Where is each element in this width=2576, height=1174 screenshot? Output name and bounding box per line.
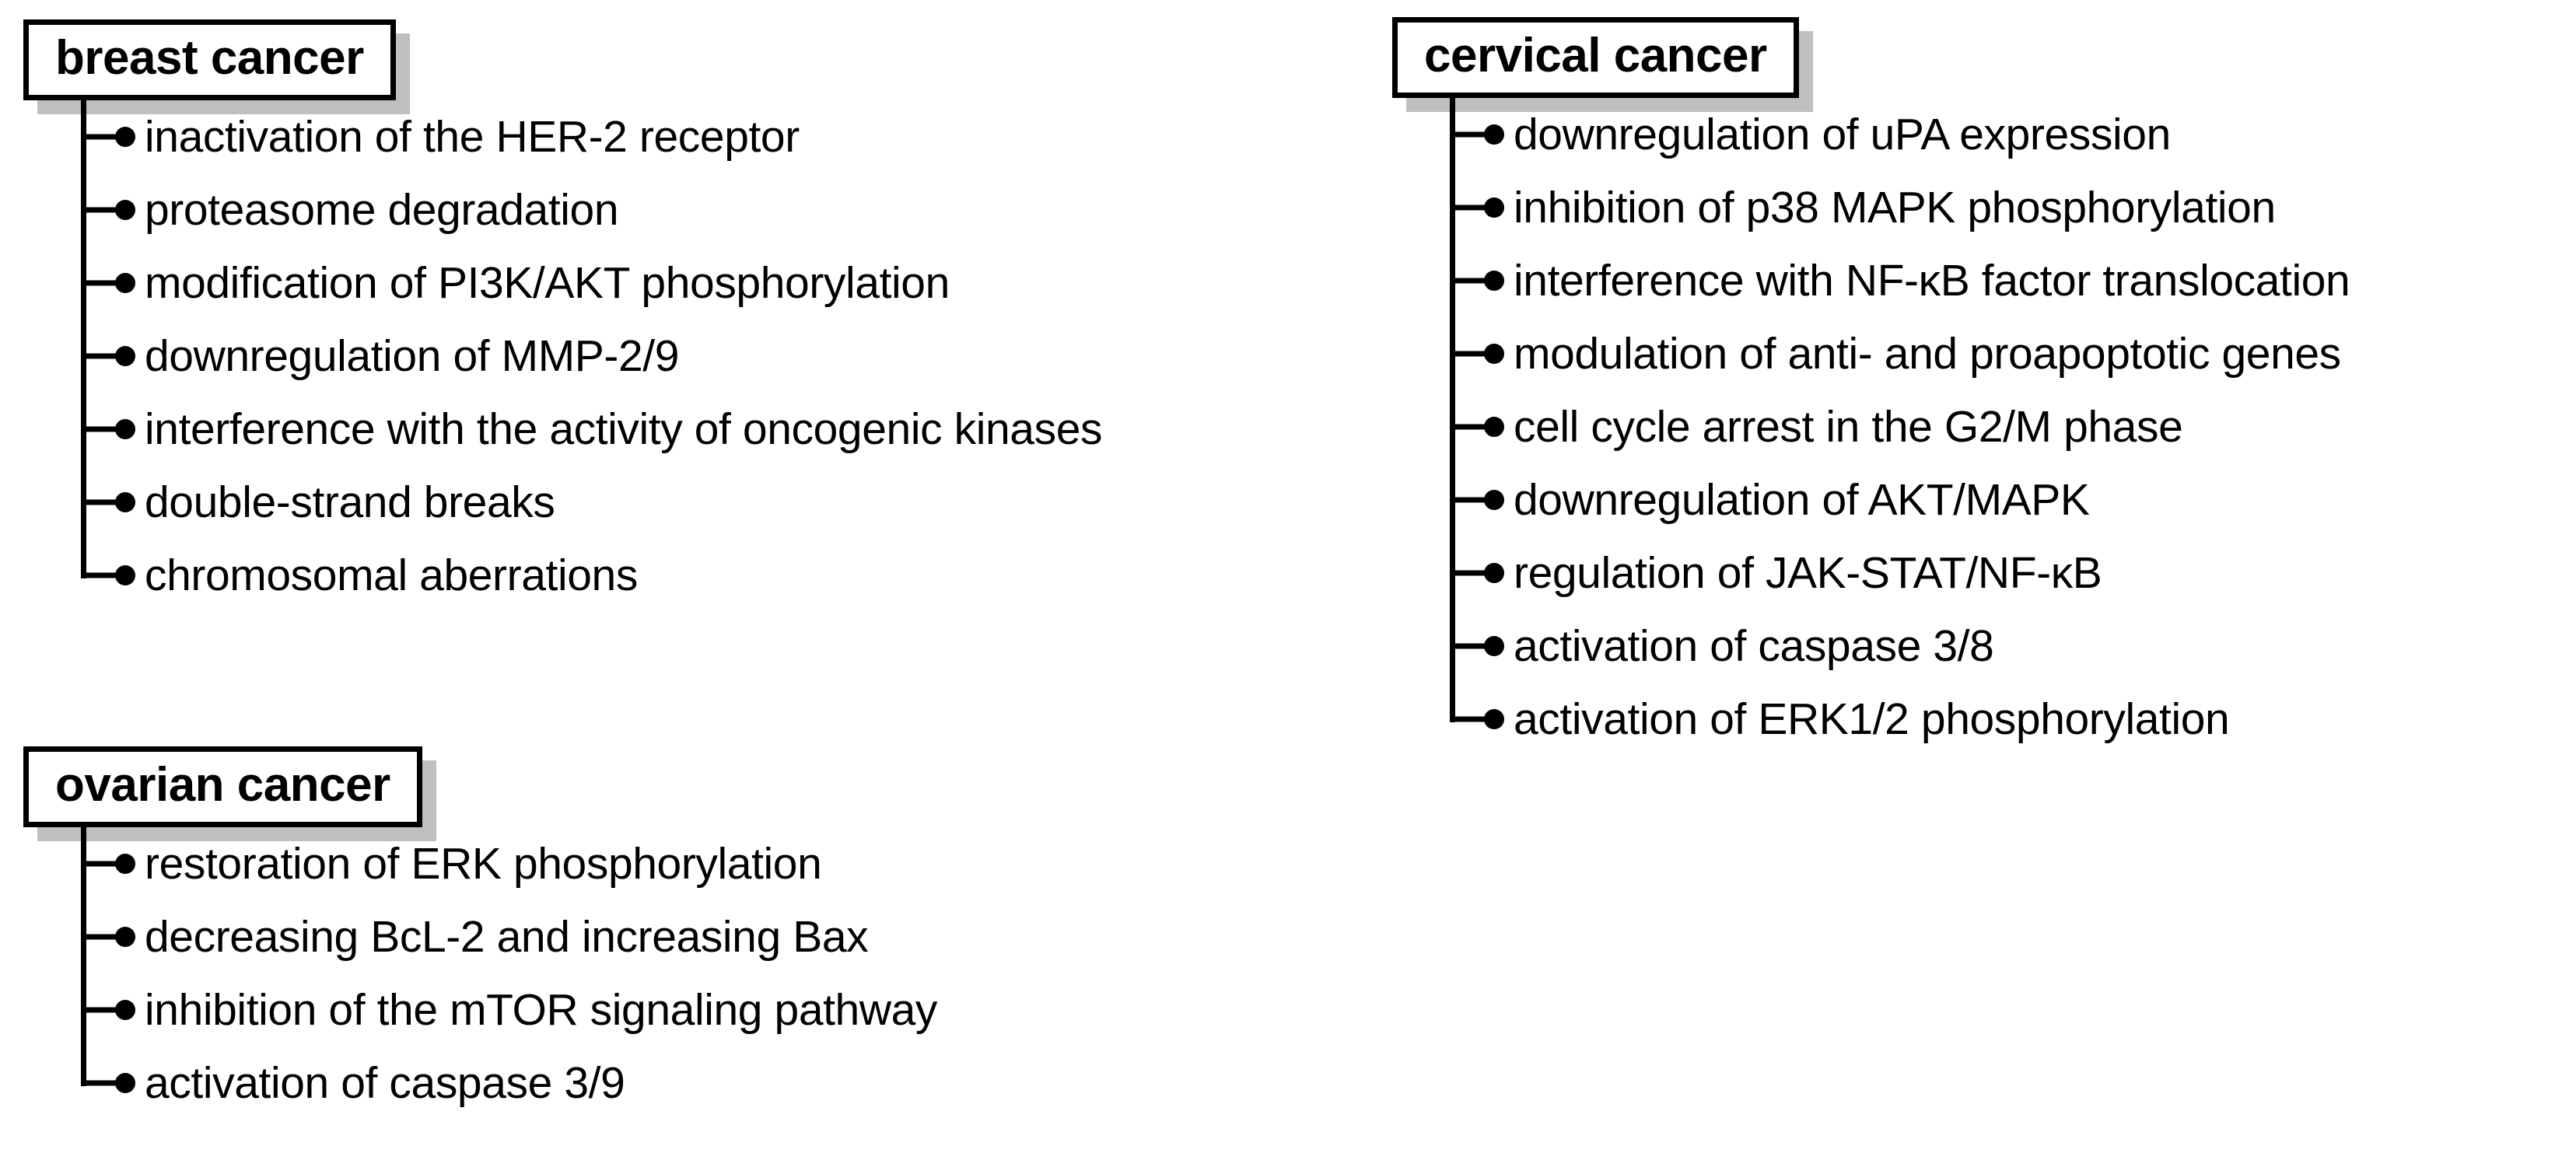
list-item: interference with the activity of oncoge…: [81, 393, 1103, 466]
list-item-label: activation of caspase 3/8: [1514, 620, 1994, 671]
connector-stub-icon: [1450, 204, 1489, 211]
list-item-label: activation of ERK1/2 phosphorylation: [1514, 694, 2230, 744]
bullet-dot-icon: [1484, 417, 1504, 437]
bullet-dot-icon: [115, 419, 135, 439]
group-cervical-cancer: cervical cancer downregulation of uPA ex…: [1392, 17, 2350, 756]
list-item: inhibition of p38 MAPK phosphorylation: [1450, 171, 2350, 244]
list-item: downregulation of MMP-2/9: [81, 320, 1102, 393]
list-item: downregulation of uPA expression: [1450, 98, 2350, 171]
list-item-label: regulation of JAK-STAT/NF-κB: [1514, 547, 2102, 598]
connector-stub-icon: [81, 280, 120, 286]
group-title-breast-cancer: breast cancer: [55, 31, 364, 85]
tree-spine: [1450, 81, 1455, 722]
bullet-dot-icon: [1484, 124, 1504, 145]
list-item-label: restoration of ERK phosphorylation: [145, 838, 822, 889]
bullet-dot-icon: [115, 1000, 135, 1020]
list-item-label: modification of PI3K/AKT phosphorylation: [145, 257, 950, 308]
bullet-dot-icon: [1484, 709, 1504, 729]
connector-stub-icon: [1450, 351, 1489, 357]
list-item: modulation of anti- and proapoptotic gen…: [1450, 317, 2350, 390]
group-ovarian-cancer: ovarian cancer restoration of ERK phosph…: [23, 746, 937, 1120]
header-box: ovarian cancer: [23, 746, 422, 827]
header-box-cervical-cancer: cervical cancer: [1392, 17, 1813, 112]
connector-stub-icon: [81, 207, 120, 213]
connector-stub-icon: [81, 353, 120, 359]
list-item-label: downregulation of MMP-2/9: [145, 330, 680, 381]
list-item: double-strand breaks: [81, 466, 1102, 539]
list-item-label: downregulation of uPA expression: [1514, 109, 2171, 159]
connector-stub-icon: [1450, 131, 1489, 138]
bullet-dot-icon: [115, 200, 135, 220]
list-item: restoration of ERK phosphorylation: [81, 827, 937, 900]
group-title-ovarian-cancer: ovarian cancer: [55, 758, 390, 812]
list-item-label: inhibition of the mTOR signaling pathway: [145, 984, 938, 1035]
header-box: cervical cancer: [1392, 17, 1799, 98]
connector-stub-icon: [81, 1007, 120, 1013]
branch-tree-cervical-cancer: downregulation of uPA expression inhibit…: [1450, 81, 2350, 756]
list-item: decreasing BcL-2 and increasing Bax: [81, 900, 937, 973]
list-item-label: downregulation of AKT/MAPK: [1514, 474, 2090, 525]
bullet-dot-icon: [115, 273, 135, 293]
list-item-label: modulation of anti- and proapoptotic gen…: [1514, 328, 2341, 379]
list-item: modification of PI3K/AKT phosphorylation: [81, 246, 1102, 320]
list-item: downregulation of AKT/MAPK: [1450, 463, 2350, 536]
connector-stub-icon: [81, 134, 120, 140]
list-item: cell cycle arrest in the G2/M phase: [1450, 390, 2350, 463]
connector-stub-icon: [1450, 570, 1489, 576]
list-item-label: activation of caspase 3/9: [145, 1057, 625, 1108]
list-item-label: interference with the activity of oncoge…: [145, 404, 1103, 454]
header-box-breast-cancer: breast cancer: [23, 19, 410, 114]
list-item: activation of caspase 3/9: [81, 1046, 937, 1120]
connector-stub-icon: [81, 1080, 120, 1086]
connector-stub-icon: [1450, 716, 1489, 722]
list-item-label: proteasome degradation: [145, 184, 619, 235]
bullet-dot-icon: [1484, 490, 1504, 510]
list-item: chromosomal aberrations: [81, 539, 1102, 612]
connector-stub-icon: [81, 861, 120, 867]
connector-stub-icon: [81, 499, 120, 505]
list-item-label: chromosomal aberrations: [145, 550, 638, 600]
connector-stub-icon: [1450, 424, 1489, 430]
list-item: interference with NF-κB factor transloca…: [1450, 244, 2350, 317]
list-item-label: interference with NF-κB factor transloca…: [1514, 255, 2350, 306]
header-box: breast cancer: [23, 19, 396, 100]
list-item: regulation of JAK-STAT/NF-κB: [1450, 536, 2350, 610]
list-item-label: cell cycle arrest in the G2/M phase: [1514, 401, 2183, 452]
connector-stub-icon: [1450, 497, 1489, 503]
bullet-dot-icon: [115, 127, 135, 147]
list-item-label: double-strand breaks: [145, 477, 555, 527]
bullet-dot-icon: [115, 565, 135, 585]
bullet-dot-icon: [1484, 344, 1504, 364]
branch-tree-breast-cancer: inactivation of the HER-2 receptor prote…: [81, 83, 1103, 612]
bullet-dot-icon: [115, 346, 135, 366]
bullet-dot-icon: [115, 492, 135, 512]
bullet-dot-icon: [1484, 197, 1504, 218]
bullet-dot-icon: [115, 1073, 135, 1093]
list-item: inactivation of the HER-2 receptor: [81, 100, 1102, 173]
connector-stub-icon: [1450, 643, 1489, 649]
branch-tree-ovarian-cancer: restoration of ERK phosphorylation decre…: [81, 810, 937, 1120]
list-item-label: inactivation of the HER-2 receptor: [145, 111, 800, 162]
connector-stub-icon: [81, 572, 120, 578]
list-item-label: decreasing BcL-2 and increasing Bax: [145, 911, 869, 962]
connector-stub-icon: [1450, 278, 1489, 284]
list-item-label: inhibition of p38 MAPK phosphorylation: [1514, 182, 2276, 232]
connector-stub-icon: [81, 934, 120, 940]
tree-spine: [81, 83, 86, 578]
bullet-dot-icon: [115, 854, 135, 874]
group-breast-cancer: breast cancer inactivation of the HER-2 …: [23, 19, 1103, 612]
bullet-dot-icon: [1484, 271, 1504, 291]
bullet-dot-icon: [115, 927, 135, 947]
bullet-dot-icon: [1484, 636, 1504, 656]
list-item: proteasome degradation: [81, 173, 1102, 246]
group-title-cervical-cancer: cervical cancer: [1424, 29, 1767, 82]
bullet-dot-icon: [1484, 563, 1504, 583]
tree-spine: [81, 810, 86, 1086]
header-box-ovarian-cancer: ovarian cancer: [23, 746, 436, 841]
connector-stub-icon: [81, 426, 120, 432]
list-item: activation of caspase 3/8: [1450, 610, 2350, 683]
list-item: inhibition of the mTOR signaling pathway: [81, 973, 937, 1046]
list-item: activation of ERK1/2 phosphorylation: [1450, 683, 2350, 756]
